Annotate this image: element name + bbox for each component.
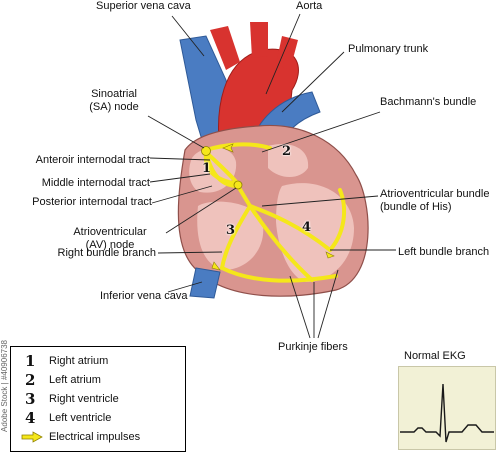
leader-lines [147, 13, 396, 339]
label-aorta: Aorta [296, 0, 323, 12]
inferior-vena-cava-vessel [189, 267, 221, 299]
legend-box: 1 Right atrium 2 Left atrium 3 Right ven… [10, 346, 186, 452]
label-right-bundle-branch: Right bundle branch [57, 247, 156, 259]
label-av-node-line2: (AV) node [85, 239, 135, 251]
left-atrium-chamber [268, 144, 309, 177]
chamber-number-left-atrium: 2 [282, 144, 292, 159]
conduction-pathway [203, 142, 347, 283]
watermark: Adobe Stock | #40906738 [0, 340, 9, 432]
label-pulmonary-trunk: Pulmonary trunk [348, 43, 429, 55]
aorta-branch [250, 22, 268, 58]
legend-text: Right atrium [49, 355, 109, 367]
right-ventricle-chamber [197, 201, 264, 270]
legend-row-electrical-impulses: Electrical impulses [11, 429, 181, 445]
label-av-bundle-line2: (bundle of His) [380, 201, 452, 213]
aorta-branch [210, 26, 240, 70]
electrical-impulse-arrow [211, 143, 335, 271]
label-av-bundle-line1: Atrioventricular bundle [380, 188, 490, 200]
label-av-bundle: Atrioventricular bundle (bundle of His) [380, 188, 489, 214]
legend-number: 2 [25, 371, 36, 389]
sa-node-marker [201, 146, 211, 156]
chamber-number-right-ventricle: 3 [226, 223, 236, 238]
label-normal-ekg: Normal EKG [404, 350, 466, 362]
legend-number: 3 [25, 390, 36, 408]
label-posterior-internodal-tract: Posterior internodal tract [32, 196, 152, 208]
label-bachmanns-bundle: Bachmann's bundle [380, 96, 477, 108]
label-left-bundle-branch: Left bundle branch [398, 246, 490, 258]
label-av-node-line1: Atrioventricular [73, 226, 147, 238]
label-sa-node-line1: Sinoatrial [91, 88, 137, 100]
label-middle-internodal-tract: Middle internodal tract [41, 177, 150, 189]
ekg-trace [400, 383, 494, 443]
legend-text: Left atrium [49, 374, 101, 386]
legend-row-right-atrium: 1 Right atrium [11, 352, 181, 370]
arrow-icon [21, 431, 43, 443]
label-sa-node-line2: (SA) node [89, 101, 139, 113]
legend-row-right-ventricle: 3 Right ventricle [11, 390, 181, 408]
label-av-node: Atrioventricular (AV) node [58, 226, 162, 252]
legend-text: Electrical impulses [49, 431, 141, 443]
av-node-marker [233, 180, 243, 190]
aorta-branch [276, 36, 298, 70]
chamber-number-left-ventricle: 4 [302, 220, 312, 235]
legend-text: Right ventricle [49, 393, 119, 405]
legend-row-left-atrium: 2 Left atrium [11, 371, 181, 389]
label-anterior-internodal-tract: Anteroir internodal tract [35, 154, 150, 166]
legend-number: 4 [25, 409, 36, 427]
left-ventricle-chamber [276, 183, 354, 282]
label-superior-vena-cava: Superior vena cava [96, 0, 191, 12]
legend-text: Left ventricle [49, 412, 112, 424]
chamber-number-right-atrium: 1 [202, 161, 212, 176]
label-sa-node: Sinoatrial (SA) node [82, 88, 146, 114]
label-purkinje-fibers: Purkinje fibers [278, 341, 348, 353]
legend-row-left-ventricle: 4 Left ventricle [11, 409, 181, 427]
legend-number: 1 [25, 352, 36, 370]
label-inferior-vena-cava: Inferior vena cava [100, 290, 188, 302]
